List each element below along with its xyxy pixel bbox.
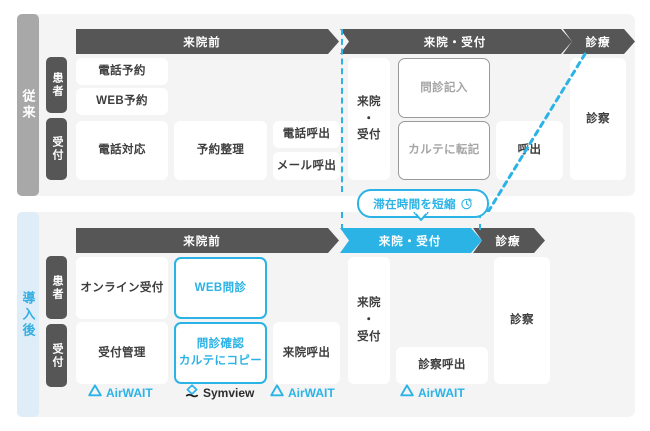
after-visit-column: 来院 ・ 受付: [348, 257, 390, 384]
reduction-callout-badge: 滞在時間を短縮: [357, 189, 489, 218]
before-card-exam-label: 診察: [586, 112, 610, 125]
after-card-visit-call-out-label: 来院呼出: [282, 346, 331, 359]
before-phase-visit-reception: 来院・受付: [340, 29, 572, 54]
before-rail-label: 従来: [17, 14, 39, 196]
logo-airwait-2: AirWAIT: [270, 384, 335, 402]
after-visit-column-line3: 受付: [357, 330, 381, 343]
airwait-triangle-icon: [400, 384, 414, 402]
after-card-exam-label: 診察: [510, 314, 534, 327]
before-rail-text: 従来: [20, 89, 36, 121]
before-card-web-reservation-label: WEB予約: [96, 95, 148, 108]
after-card-questionnaire-check-copy-line2: カルテにコピー: [178, 355, 263, 367]
before-card-phone-reservation-label: 電話予約: [98, 65, 146, 78]
after-visit-column-line2: ・: [363, 314, 375, 327]
before-phase-consultation: 診療: [563, 29, 635, 54]
after-card-exam: 診察: [494, 257, 550, 384]
logo-airwait-3: AirWAIT: [400, 384, 465, 402]
after-role-reception: 受付: [46, 324, 67, 387]
reduction-callout-label: 滞在時間を短縮: [373, 198, 456, 211]
stopwatch-icon: [460, 197, 473, 210]
before-card-call-out-label: 呼出: [517, 144, 542, 157]
before-card-mail-call-out-label: メール呼出: [276, 159, 337, 172]
after-card-questionnaire-check-copy-line1: 問診確認: [196, 338, 245, 351]
after-card-online-reception-label: オンライン受付: [80, 281, 164, 294]
before-card-reservation-sorting: 予約整理: [174, 121, 267, 180]
before-phase-pre-visit: 来院前: [76, 29, 339, 54]
after-phase-visit-reception: 来院・受付: [340, 228, 482, 253]
before-phase-visit-reception-label: 来院・受付: [423, 36, 487, 49]
after-phase-boundary-dash-left: [341, 212, 343, 230]
before-role-patient-label: 患者: [51, 72, 63, 98]
after-card-exam-call-out-label: 診察呼出: [418, 359, 466, 372]
after-visit-column-line1: 来院: [357, 297, 381, 310]
after-rail-text: 導入後: [20, 290, 36, 339]
after-card-reception-management: 受付管理: [76, 322, 168, 384]
before-card-exam: 診察: [570, 58, 626, 180]
after-role-patient: 患者: [46, 256, 67, 319]
before-card-questionnaire-entry: 問診記入: [398, 58, 490, 118]
before-phase-consultation-label: 診療: [585, 36, 611, 49]
callout-tail: [413, 212, 429, 221]
before-card-mail-call-out: メール呼出: [273, 152, 340, 180]
before-role-reception-label: 受付: [51, 136, 63, 162]
before-role-reception: 受付: [46, 118, 67, 180]
after-phase-visit-reception-label: 来院・受付: [378, 235, 442, 248]
after-rail-label: 導入後: [17, 212, 39, 417]
after-phase-pre-visit: 来院前: [76, 228, 339, 253]
after-card-reception-management-label: 受付管理: [98, 346, 146, 359]
after-card-web-questionnaire: WEB問診: [174, 257, 267, 319]
after-phase-pre-visit-label: 来院前: [183, 235, 221, 248]
before-visit-column-line3: 受付: [357, 129, 381, 142]
after-role-reception-label: 受付: [51, 342, 63, 369]
logo-symview: Symview: [185, 383, 255, 403]
after-card-online-reception: オンライン受付: [76, 257, 168, 319]
before-visit-column-line2: ・: [363, 112, 375, 125]
after-phase-consultation-label: 診療: [495, 235, 521, 248]
after-phase-boundary-dash-right: [479, 212, 481, 230]
before-card-phone-call-out: 電話呼出: [273, 121, 340, 148]
before-card-phone-handling-label: 電話対応: [98, 144, 146, 157]
before-card-reservation-sorting-label: 予約整理: [196, 144, 245, 157]
logo-symview-label: Symview: [203, 386, 255, 400]
logo-airwait-1-label: AirWAIT: [106, 386, 153, 400]
after-card-visit-call-out: 来院呼出: [273, 322, 340, 384]
before-visit-column-line1: 来院: [357, 95, 381, 108]
before-card-transcribe-to-chart: カルテに転記: [398, 121, 490, 180]
before-card-phone-call-out-label: 電話呼出: [282, 128, 331, 141]
airwait-triangle-icon: [88, 384, 102, 402]
after-role-patient-label: 患者: [51, 274, 63, 301]
before-card-web-reservation: WEB予約: [76, 88, 168, 115]
before-visit-column: 来院 ・ 受付: [348, 58, 390, 180]
before-phase-pre-visit-label: 来院前: [183, 36, 221, 49]
before-card-phone-handling: 電話対応: [76, 121, 168, 180]
after-card-exam-call-out: 診察呼出: [396, 347, 488, 384]
after-card-questionnaire-check-copy: 問診確認 カルテにコピー: [174, 322, 267, 384]
after-phase-consultation: 診療: [473, 228, 545, 253]
before-role-patient: 患者: [46, 57, 67, 113]
before-card-call-out: 呼出: [496, 121, 563, 180]
phase-boundary-dash-left: [341, 29, 343, 192]
before-card-phone-reservation: 電話予約: [76, 58, 168, 85]
airwait-triangle-icon: [270, 384, 284, 402]
before-card-questionnaire-entry-label: 問診記入: [420, 81, 468, 94]
before-card-transcribe-to-chart-label: カルテに転記: [408, 144, 480, 157]
logo-airwait-1: AirWAIT: [88, 384, 153, 402]
symview-diamond-icon: [185, 383, 199, 403]
logo-airwait-3-label: AirWAIT: [418, 386, 465, 400]
after-card-web-questionnaire-label: WEB問診: [194, 281, 247, 294]
logo-airwait-2-label: AirWAIT: [288, 386, 335, 400]
